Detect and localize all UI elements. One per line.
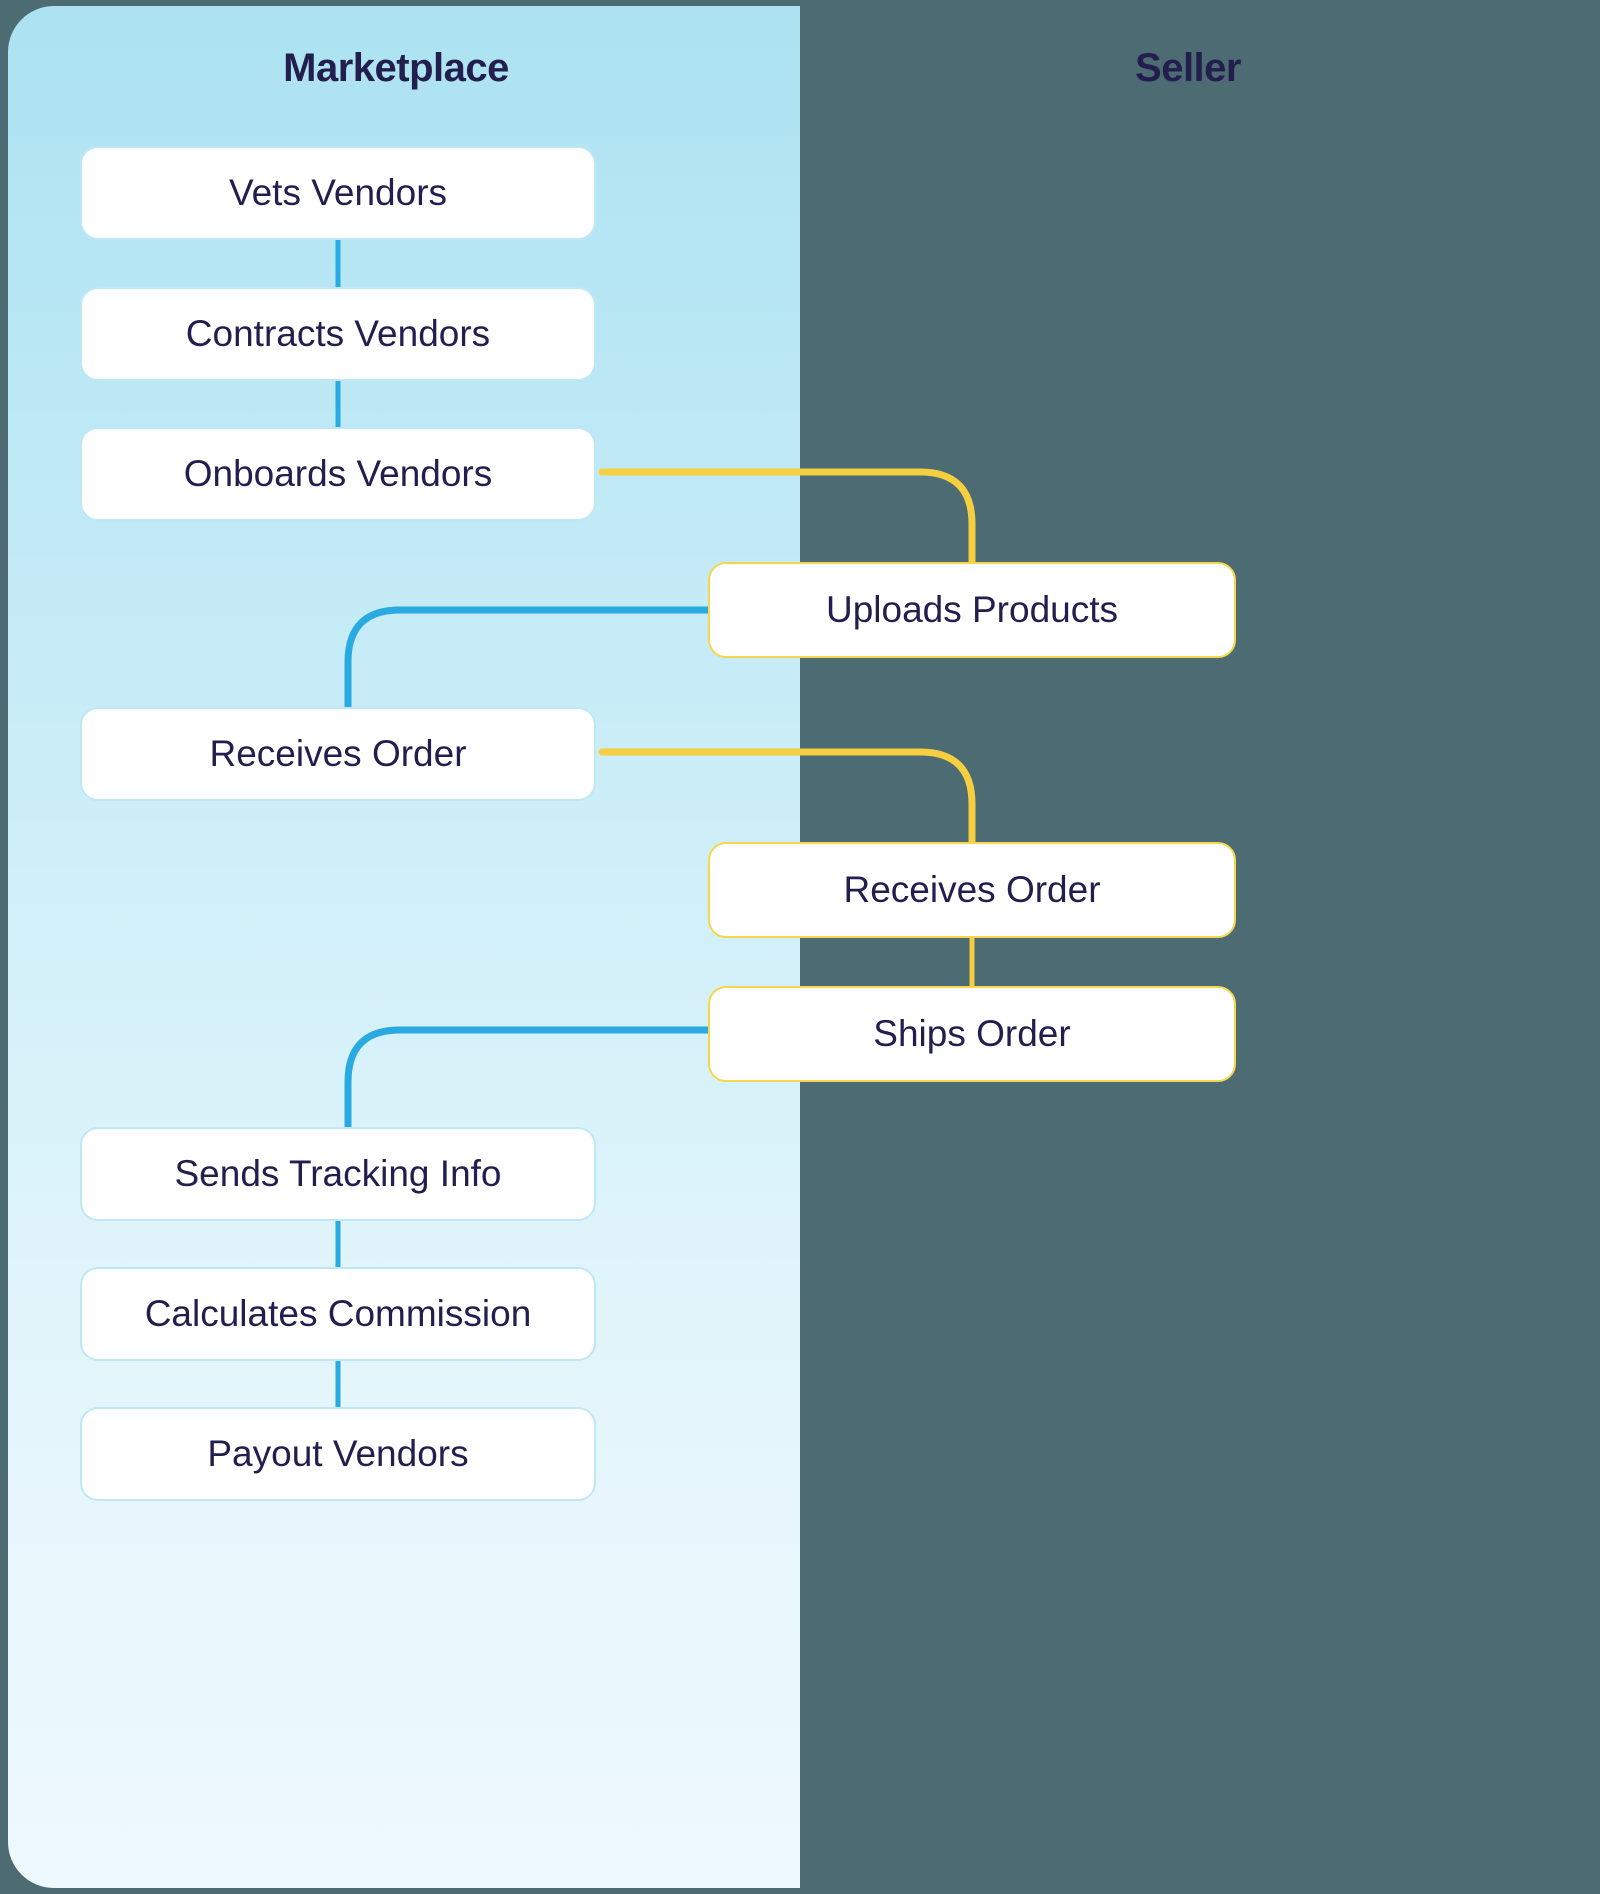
node-receives-order-seller[interactable]: Receives Order bbox=[708, 842, 1236, 938]
node-contracts-vendors[interactable]: Contracts Vendors bbox=[80, 287, 596, 381]
node-payout-vendors[interactable]: Payout Vendors bbox=[80, 1407, 596, 1501]
node-label: Uploads Products bbox=[825, 589, 1119, 630]
node-receives-order-marketplace[interactable]: Receives Order bbox=[80, 707, 596, 801]
node-vets-vendors[interactable]: Vets Vendors bbox=[80, 146, 596, 240]
edge-uploads-to-receives-order-marketplace bbox=[344, 606, 712, 712]
lane-title-marketplace: Marketplace bbox=[283, 46, 509, 90]
node-label: Vets Vendors bbox=[228, 172, 448, 213]
edge-receives-order-to-seller-receives-order bbox=[598, 748, 976, 846]
node-sends-tracking-info[interactable]: Sends Tracking Info bbox=[80, 1127, 596, 1221]
node-label: Ships Order bbox=[873, 1013, 1071, 1054]
node-label: Onboards Vendors bbox=[183, 453, 493, 494]
node-label: Sends Tracking Info bbox=[174, 1153, 502, 1194]
node-label: Receives Order bbox=[843, 869, 1101, 910]
node-uploads-products[interactable]: Uploads Products bbox=[708, 562, 1236, 658]
node-label: Receives Order bbox=[209, 733, 467, 774]
node-onboards-vendors[interactable]: Onboards Vendors bbox=[80, 427, 596, 521]
node-calculates-commission[interactable]: Calculates Commission bbox=[80, 1267, 596, 1361]
node-label: Payout Vendors bbox=[207, 1433, 469, 1474]
node-label: Calculates Commission bbox=[144, 1293, 532, 1334]
node-ships-order[interactable]: Ships Order bbox=[708, 986, 1236, 1082]
node-label: Contracts Vendors bbox=[185, 313, 491, 354]
lane-title-seller: Seller bbox=[1135, 46, 1241, 90]
edge-onboards-to-uploads bbox=[598, 468, 976, 566]
edge-ships-to-sends-tracking bbox=[344, 1026, 712, 1132]
